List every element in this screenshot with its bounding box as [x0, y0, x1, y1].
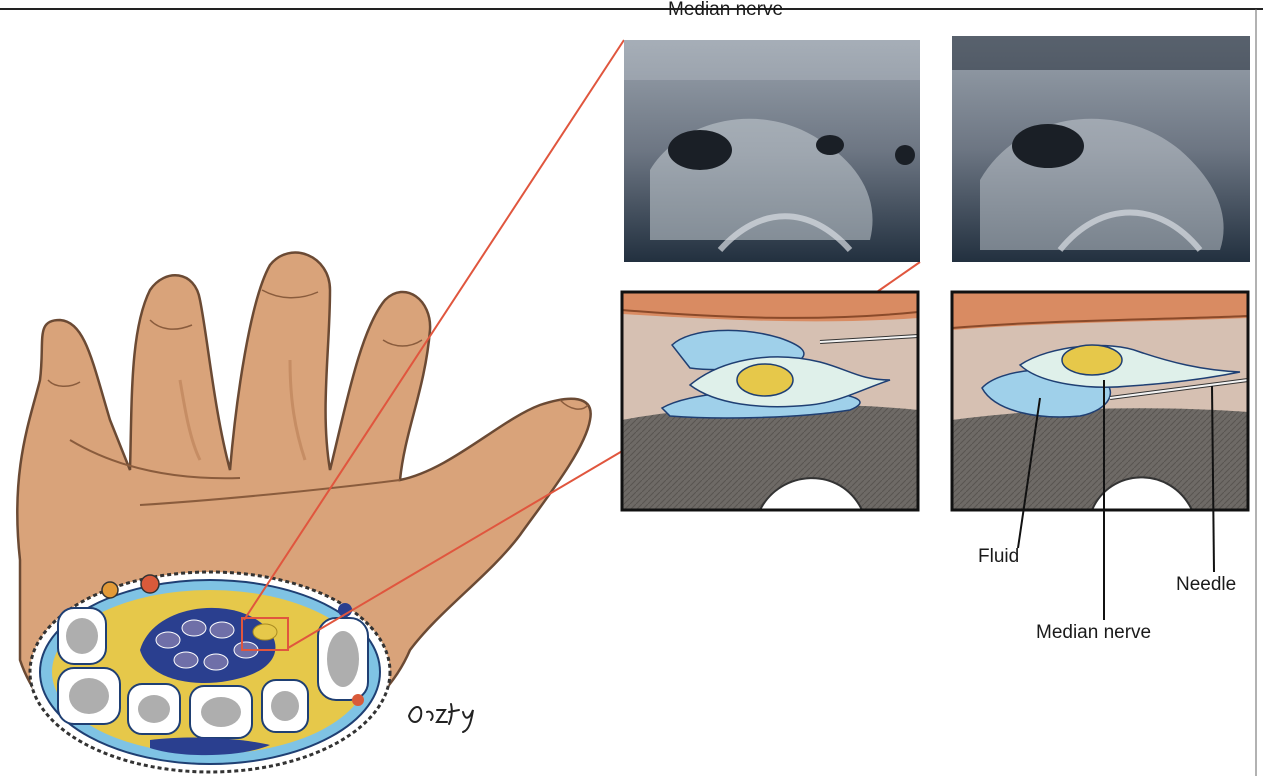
- median-nerve-bottom-label: Median nerve: [1036, 622, 1151, 644]
- artist-signature: [405, 694, 495, 734]
- median-nerve-top-label: Median nerve: [668, 0, 783, 20]
- fluid-label: Fluid: [978, 546, 1019, 568]
- needle-label: Needle: [1176, 574, 1236, 596]
- ultrasound-image-left: [624, 40, 920, 262]
- schematic-panel-right: [952, 292, 1248, 510]
- wrist-cross-section: [30, 572, 390, 772]
- schematic-panel-left: [622, 292, 918, 510]
- ultrasound-image-right: [952, 36, 1250, 262]
- hand-illustration: [17, 253, 590, 772]
